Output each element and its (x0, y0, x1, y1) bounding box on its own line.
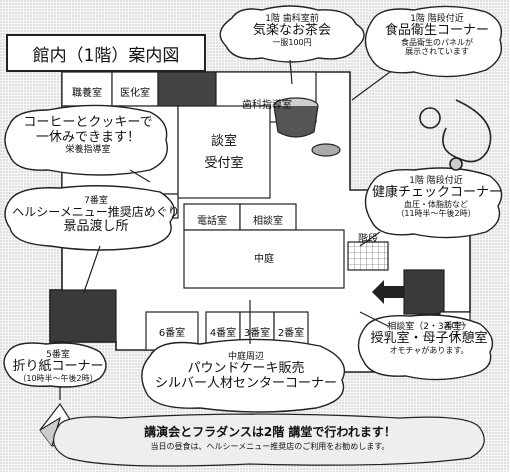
callout-menu: 7番室 ヘルシーメニュー推奨店めぐり 景品渡し所 (12, 196, 180, 234)
room-label-shika-shido: 歯科指導室 (242, 100, 292, 111)
callout-cake-line2: パウンドケーキ販売 (187, 361, 305, 377)
callout-health: 1階 階段付近 健康チェックコーナー 血圧・体脂肪など （11時半〜午後2時） (372, 176, 503, 219)
entrance-arrow (372, 280, 404, 304)
callout-health-line3: 血圧・体脂肪など (404, 199, 468, 209)
room-label-nakaniwa: 中庭 (254, 254, 274, 265)
callout-nursing-line1: 相談室（2・3番室） (387, 322, 471, 332)
room-label-shokudo: 職養室 (72, 88, 102, 99)
cloud-coffee (4, 104, 168, 176)
page-title: 館内（1階）案内図 (6, 34, 206, 72)
room-label-ikagaku: 医化室 (120, 88, 150, 99)
room-nakaniwa (183, 229, 345, 289)
room-shokudo (61, 71, 113, 107)
callout-cake-line3: シルバー人材センターコーナー (154, 375, 337, 391)
callout-nursing-line3: オモチャがあります。 (389, 345, 469, 355)
callout-coffee-line1: コーヒーとクッキーで (23, 115, 153, 130)
callout-origami: 5番室 折り紙コーナー （10時半〜午後2時） (8, 350, 108, 384)
pointer-lines (59, 59, 391, 400)
callout-tea-line3: 一服100円 (272, 37, 312, 47)
cloud-menu (4, 185, 175, 251)
callout-health-line1: 1階 階段付近 (409, 176, 463, 186)
callout-nursing-line2: 授乳室・母子休憩室 (370, 331, 488, 347)
callout-menu-line1: 7番室 (84, 196, 108, 206)
cloud-health (364, 167, 503, 239)
tea-cup-illustration (273, 97, 341, 157)
footer-banner-shape (53, 413, 485, 467)
callout-menu-line2: ヘルシーメニュー推奨店めぐり (12, 205, 180, 220)
room-label-uketsuke: 受付室 (204, 156, 244, 171)
footer-main: 講演会とフラダンスは2階 講堂で行われます！ (144, 425, 396, 439)
room-denwa (183, 203, 241, 231)
callout-clouds (3, 5, 503, 413)
room-dark-top (157, 71, 217, 107)
room-label-sodan: 相談室 (253, 216, 283, 227)
callout-health-line2: 健康チェックコーナー (372, 185, 503, 201)
footer-sub: 当日の昼食は、ヘルシーメニュー推奨店のご利用をお勧めします。 (150, 442, 390, 452)
callout-coffee-line2: 一休みできます！ (35, 129, 140, 145)
room-label-danwa: 談室 (210, 134, 237, 149)
callout-cake: 中庭周辺 パウンドケーキ販売 シルバー人材センターコーナー (148, 352, 344, 391)
callout-tea: 1階 歯科室前 気楽なお茶会 一服100円 (232, 14, 352, 48)
callout-nursing: 相談室（2・3番室） 授乳室・母子休憩室 オモチャがあります。 (364, 322, 494, 356)
room-sodan (239, 203, 297, 231)
callout-food-line4: 展示されています (405, 46, 469, 56)
footer-banner: 講演会とフラダンスは2階 講堂で行われます！ 当日の昼食は、ヘルシーメニュー推奨… (80, 425, 460, 452)
cloud-cake (141, 338, 346, 413)
room-stairs (347, 241, 389, 271)
cloud-origami (3, 342, 107, 388)
room-7 (49, 289, 117, 343)
callout-food-line2: 食品衛生コーナー (384, 23, 489, 39)
room-label-slope: スロープ (443, 321, 467, 339)
room-label-2: 2番室 (277, 328, 305, 339)
callout-tea-line2: 気楽なお茶会 (252, 23, 331, 39)
cloud-tea (219, 5, 365, 63)
callout-origami-line3: （10時半〜午後2時） (18, 373, 98, 383)
callout-health-line4: （11時半〜午後2時） (396, 208, 476, 218)
room-dark-right (403, 269, 445, 315)
callout-origami-line1: 5番室 (46, 350, 70, 360)
room-danwa (177, 105, 271, 199)
callout-menu-line3: 景品渡し所 (63, 218, 129, 234)
callout-coffee: コーヒーとクッキーで 一休みできます！ 栄養指導室 (12, 115, 164, 156)
callout-food-line3: 食品衛生のパネルが (401, 37, 473, 47)
room-label-denwa: 電話室 (197, 216, 227, 227)
callout-food: 1階 階段付近 食品衛生コーナー 食品衛生のパネルが 展示されています (374, 14, 500, 57)
stethoscope-illustration (419, 99, 492, 171)
callout-tea-line1: 1階 歯科室前 (265, 14, 319, 24)
cloud-food (364, 5, 503, 78)
room-label-6: 6番室 (158, 328, 186, 339)
room-label-4: 4番室 (209, 328, 237, 339)
room-label-kaidan: 階段 (358, 234, 378, 245)
callout-coffee-line3: 栄養指導室 (65, 145, 111, 156)
callout-food-line1: 1階 階段付近 (410, 14, 464, 24)
callout-cake-line1: 中庭周辺 (227, 352, 264, 362)
callout-origami-line2: 折り紙コーナー (12, 359, 104, 375)
cloud-nursing (357, 314, 494, 381)
room-label-3: 3番室 (243, 328, 271, 339)
